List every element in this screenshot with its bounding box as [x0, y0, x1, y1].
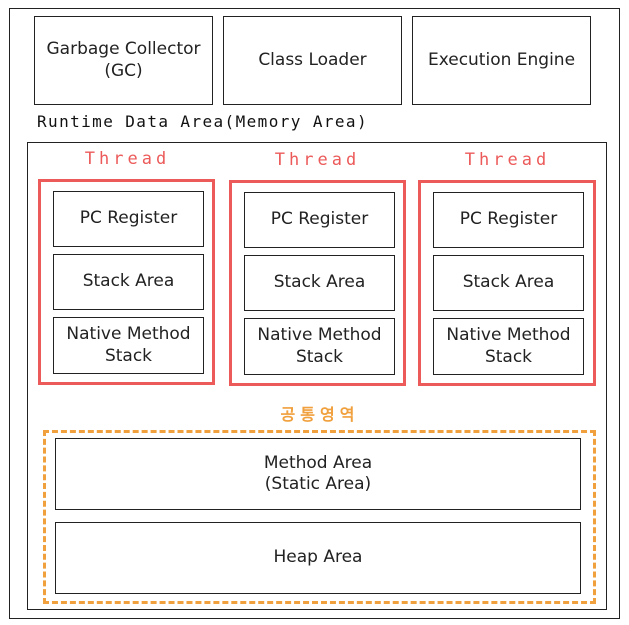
thread-container [418, 180, 596, 386]
stack-area-box: Stack Area [433, 255, 584, 311]
pc-register-box: PC Register [433, 192, 584, 248]
thread-label: Thread [274, 150, 361, 170]
class-loader-box: Class Loader [223, 16, 402, 105]
method-area-box: Method Area (Static Area) [55, 438, 581, 510]
stack-area-box: Stack Area [53, 254, 204, 310]
thread-container [38, 179, 215, 385]
shared-area-container [43, 430, 596, 604]
runtime-data-area [27, 142, 607, 610]
thread-label: Thread [464, 150, 551, 170]
execution-engine-box: Execution Engine [412, 16, 591, 105]
stack-area-box: Stack Area [244, 255, 395, 311]
native-method-stack-box: Native Method Stack [433, 318, 584, 375]
thread-label: Thread [84, 149, 171, 169]
native-method-stack-box: Native Method Stack [53, 317, 204, 374]
native-method-stack-box: Native Method Stack [244, 318, 395, 375]
runtime-data-area-title: Runtime Data Area(Memory Area) [37, 112, 368, 131]
garbage-collector-box: Garbage Collector (GC) [34, 16, 213, 105]
thread-container [229, 180, 406, 386]
pc-register-box: PC Register [244, 192, 395, 248]
heap-area-box: Heap Area [55, 522, 581, 594]
jvm-frame [9, 8, 620, 619]
pc-register-box: PC Register [53, 191, 204, 247]
shared-area-label: 공통영역 [280, 405, 360, 424]
